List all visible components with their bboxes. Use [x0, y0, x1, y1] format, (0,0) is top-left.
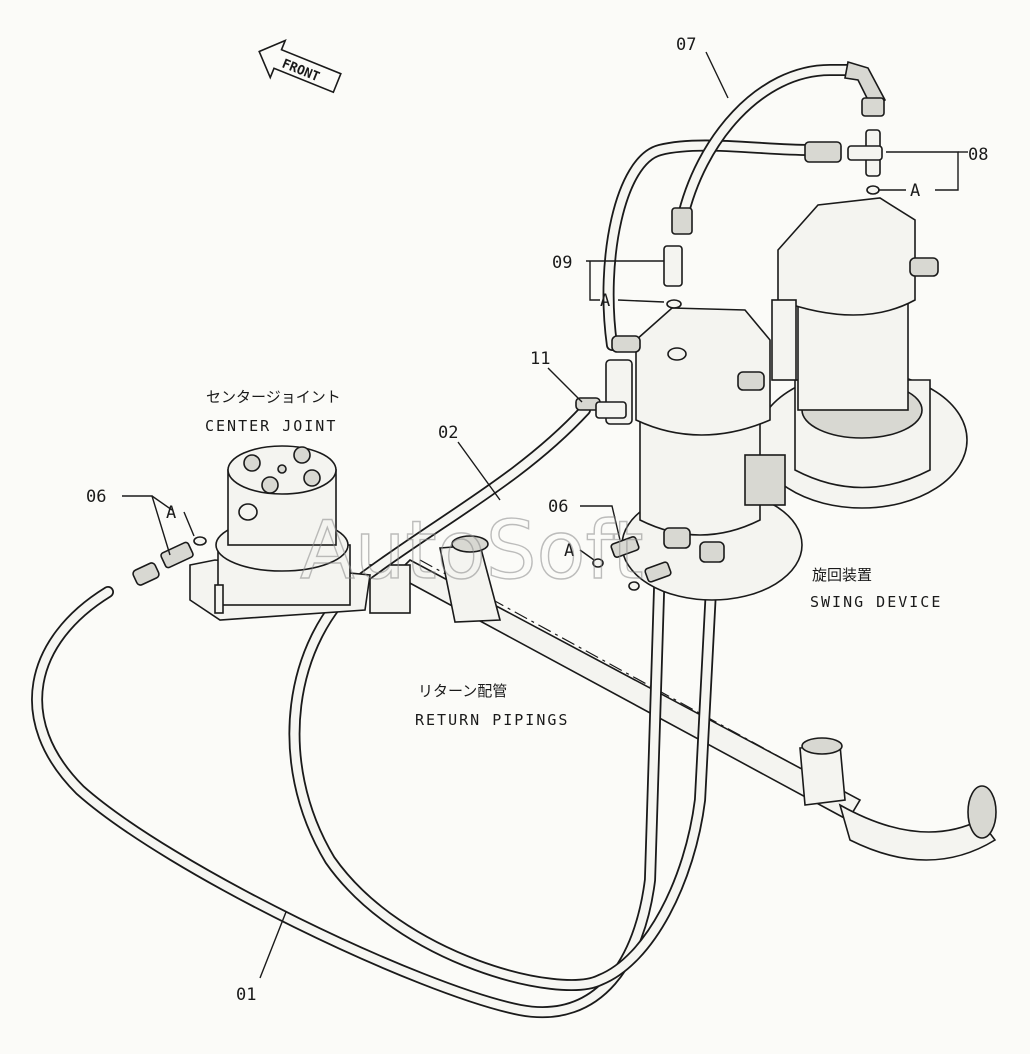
center-joint: [189, 445, 371, 621]
center-joint-label-jp: センタージョイント: [206, 388, 341, 406]
hose-07: [671, 60, 887, 235]
detail-a-label: A: [600, 291, 610, 311]
callout-01: 01: [236, 985, 256, 1005]
callout-08: 08: [968, 145, 988, 165]
front-direction-arrow: FRONT: [258, 38, 342, 94]
hose-01: [31, 554, 666, 1019]
hose-02: [288, 404, 718, 991]
callout-07: 07: [676, 35, 696, 55]
swing-device-label: SWING DEVICE: [810, 593, 942, 611]
return-pipings-label-jp: リターン配管: [418, 682, 507, 700]
detail-a-label: A: [564, 541, 574, 561]
adapter-06-right: [592, 527, 725, 591]
callout-02: 02: [438, 423, 458, 443]
fitting-09: [663, 245, 683, 309]
fitting-08: [847, 129, 883, 195]
assembly-labels: センタージョイント CENTER JOINT 旋回装置 SWING DEVICE…: [205, 388, 942, 729]
clamp-11: [575, 397, 627, 419]
watermark: AutoSoft: [300, 504, 644, 597]
callout-11: 11: [530, 349, 550, 369]
return-pipe: [369, 535, 997, 861]
callout-labels: 07 08 A 09 A 11 02 06 A 06 A 01: [86, 35, 988, 1005]
swing-device-label-jp: 旋回装置: [812, 566, 872, 584]
callout-09: 09: [552, 253, 572, 273]
detail-a-label: A: [910, 181, 920, 201]
hose-rear-loop: [602, 139, 816, 351]
leader-lines: [122, 51, 968, 979]
center-joint-label: CENTER JOINT: [205, 417, 337, 435]
adapter-06-left: [132, 536, 207, 586]
return-pipings-label: RETURN PIPINGS: [415, 711, 569, 729]
detail-a-label: A: [166, 503, 176, 523]
callout-06: 06: [86, 487, 106, 507]
swing-device: [756, 197, 968, 509]
callout-06: 06: [548, 497, 568, 517]
